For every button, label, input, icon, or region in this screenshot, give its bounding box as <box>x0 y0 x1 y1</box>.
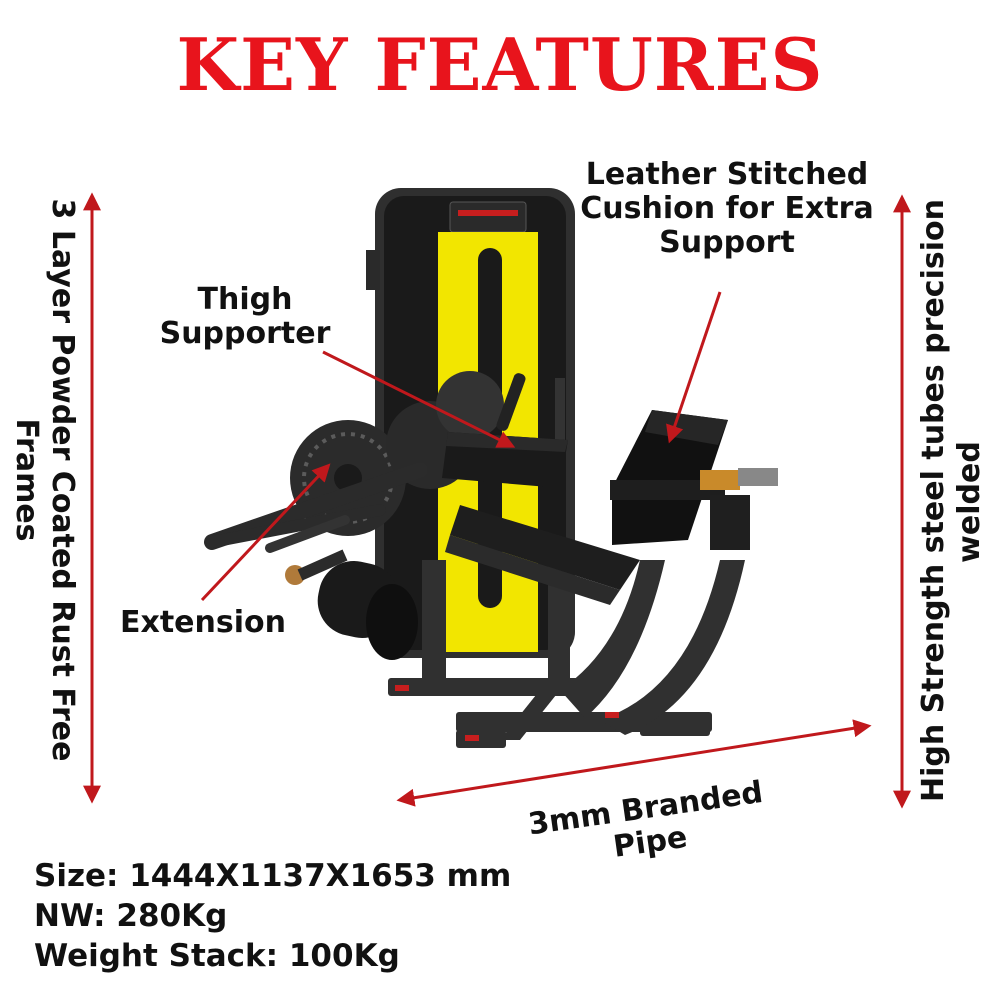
callout-arrows <box>83 192 911 809</box>
pipe-arrow <box>396 719 872 807</box>
steel-tubes-callout: High Strength steel tubes precision weld… <box>916 199 987 802</box>
extension-arrow <box>200 463 331 602</box>
base-frame <box>388 560 745 748</box>
powder-coated-callout: 3 Layer Powder Coated Rust Free Frames <box>9 198 80 762</box>
cushion-callout: Leather Stitched Cushion for Extra Suppo… <box>580 157 874 260</box>
thigh-pad <box>442 432 568 488</box>
spec-size: Size: 1444X1137X1653 mm <box>34 858 512 894</box>
extension-callout: Extension <box>120 605 286 640</box>
page-title: KEY FEATURES <box>176 22 824 107</box>
spec-weight-stack: Weight Stack: 100Kg <box>34 938 400 974</box>
thigh-arrow <box>322 350 516 448</box>
thigh-callout: Thigh Supporter <box>159 282 331 351</box>
leg-extension-arm <box>204 462 428 660</box>
seat <box>445 505 640 605</box>
back-cushion <box>610 410 778 550</box>
cushion-arrow <box>666 291 722 444</box>
spec-net-weight: NW: 280Kg <box>34 898 228 934</box>
